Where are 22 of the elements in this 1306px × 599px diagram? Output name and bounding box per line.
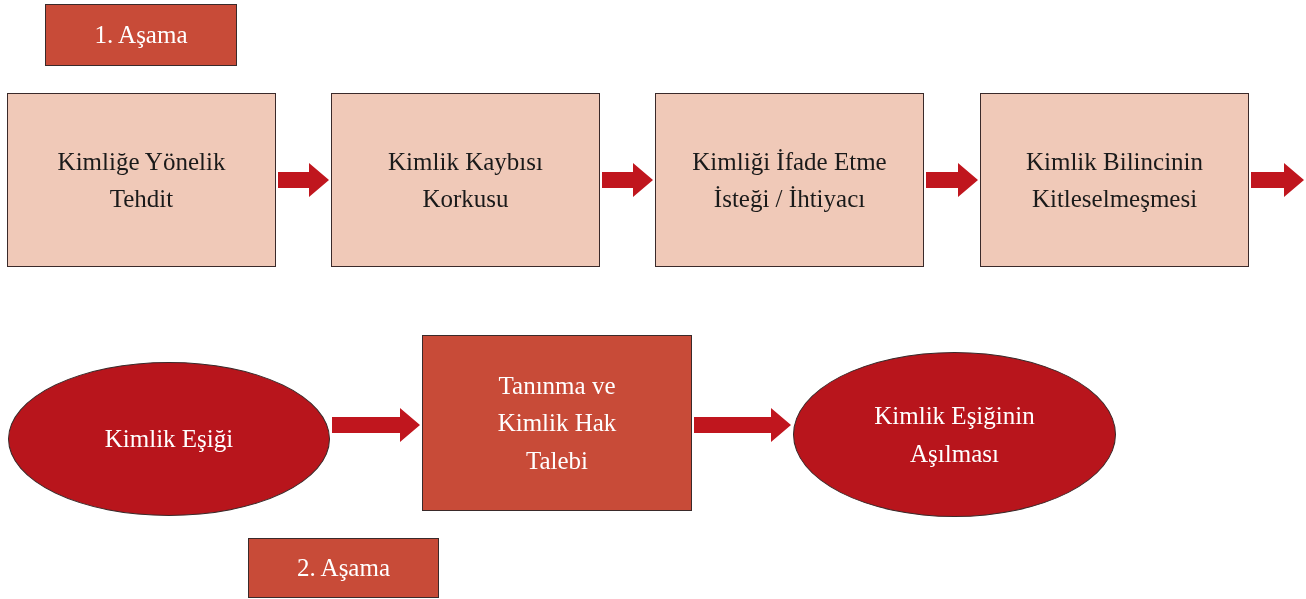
node-text: 2. Aşama xyxy=(295,553,391,584)
block-arrow xyxy=(694,408,791,442)
block-arrow xyxy=(926,163,978,197)
block-arrow xyxy=(278,163,329,197)
process-box xyxy=(7,93,276,267)
node-text: Tanınma ve Kimlik Hak Talebi xyxy=(496,370,618,476)
block-arrow xyxy=(602,163,653,197)
process-box xyxy=(331,93,600,267)
process-box xyxy=(980,93,1249,267)
process-box xyxy=(655,93,924,267)
node-text: Kimlik Eşiğinin Aşılması xyxy=(873,401,1036,469)
stage-label-box xyxy=(248,538,439,598)
node-text: 1. Aşama xyxy=(93,20,189,51)
block-arrow xyxy=(1251,163,1304,197)
node-text: Kimlik Bilincinin Kitleselmeşmesi xyxy=(1024,146,1205,214)
node-text: Kimlik Eşiği xyxy=(103,424,235,455)
node-text: Kimliğe Yönelik Tehdit xyxy=(56,146,227,214)
process-box xyxy=(422,335,692,511)
stage-label-box xyxy=(45,4,237,66)
node-text: Kimliği İfade Etme İsteği / İhtiyacı xyxy=(691,146,888,214)
node-text: Kimlik Kaybısı Korkusu xyxy=(387,146,544,214)
block-arrow xyxy=(332,408,420,442)
